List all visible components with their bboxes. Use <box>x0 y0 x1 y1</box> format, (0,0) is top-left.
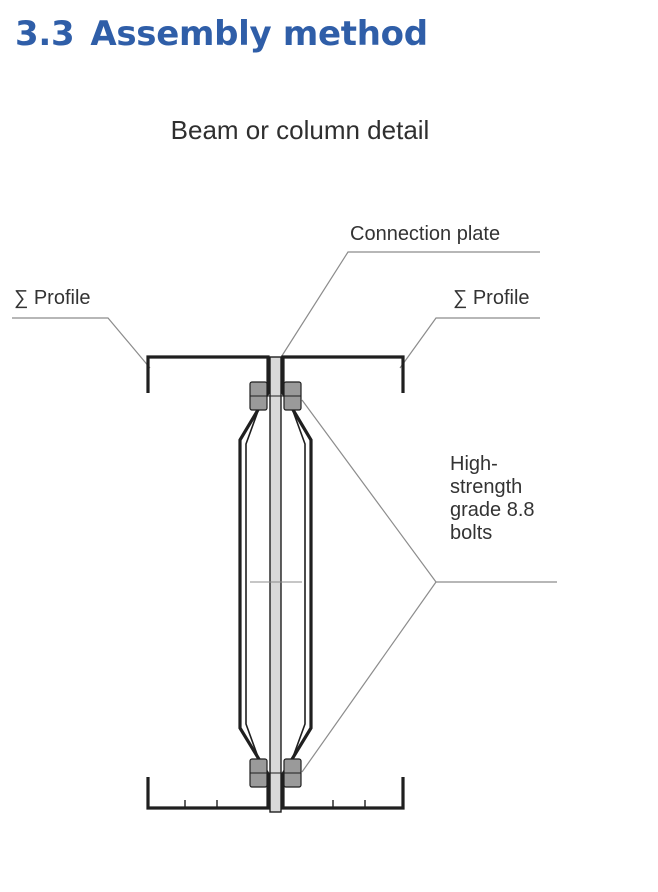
leader-profile-right <box>399 317 540 369</box>
leader-bolt-top <box>301 399 437 583</box>
diagram-title: Beam or column detail <box>170 115 430 145</box>
flange-ticks <box>184 800 366 808</box>
label-profile-left: ∑ Profile <box>14 287 91 309</box>
leader-lines <box>12 251 557 773</box>
section-number: 3.3 <box>15 14 75 54</box>
label-profile-right: ∑ Profile <box>453 287 530 309</box>
profile-left <box>146 355 270 810</box>
label-connection-plate: Connection plate <box>350 223 501 245</box>
profile-left-inner <box>245 399 263 769</box>
profile-right-outline <box>281 355 405 810</box>
connection-plate <box>269 356 282 813</box>
leader-connection-plate <box>277 251 540 363</box>
section-heading: 3.3 Assembly method <box>15 10 428 58</box>
profile-left-outline <box>146 355 270 810</box>
section-title: Assembly method <box>90 14 428 54</box>
profile-right <box>281 355 405 810</box>
profile-right-inner <box>288 399 306 769</box>
profile-inner-lines <box>245 399 306 769</box>
bolt-bottom <box>249 758 302 788</box>
leader-bolt-bottom <box>301 581 437 773</box>
bolt-top <box>249 381 302 411</box>
label-bolts: High-strength grade 8.8 bolts <box>450 453 535 544</box>
leader-profile-left <box>12 317 151 369</box>
